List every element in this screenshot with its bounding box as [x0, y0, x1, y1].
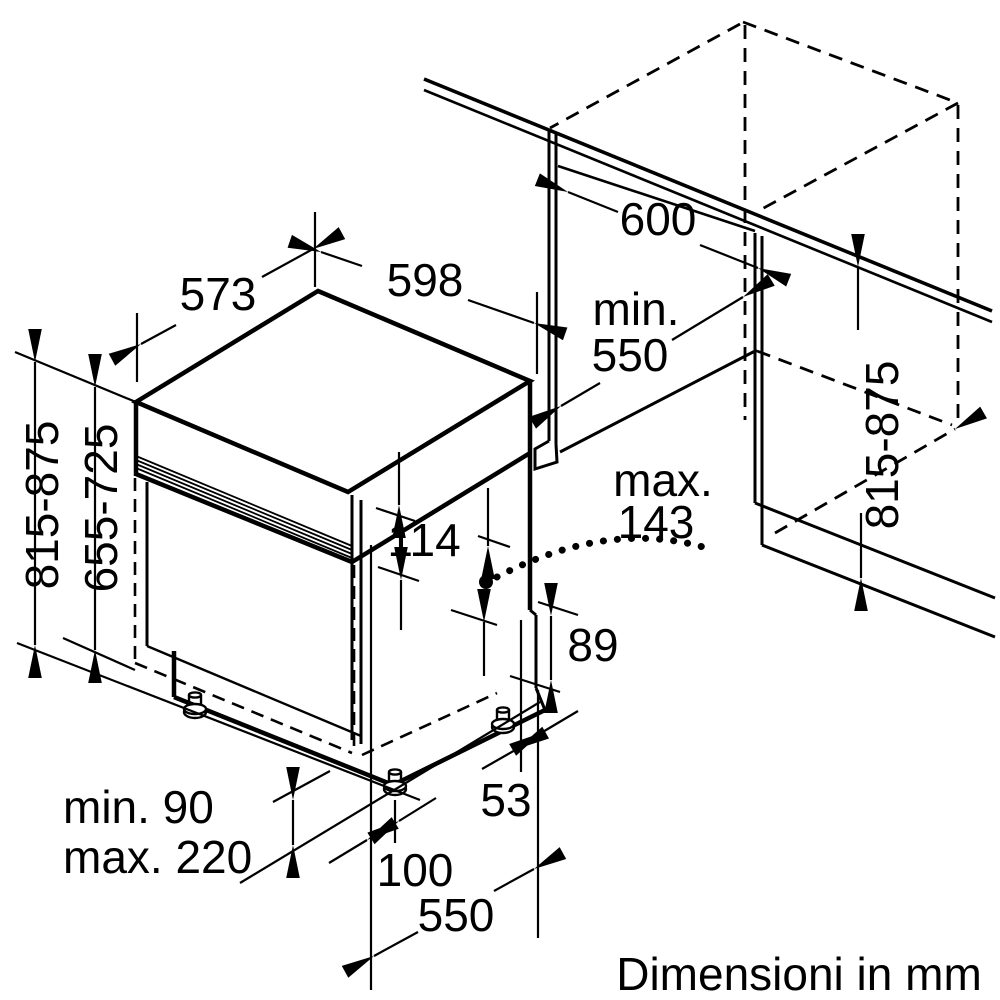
- tick-114-bottom: [377, 565, 420, 583]
- hidden-plinth-right: [361, 691, 498, 757]
- arrow-573-right: [261, 227, 346, 278]
- arrow-100-left: [328, 817, 399, 864]
- floor-right-top: [754, 501, 996, 600]
- tick-plinth-top: [272, 770, 331, 803]
- label-door-clearance-value: 143: [618, 496, 695, 548]
- tick-143-top: [477, 534, 511, 549]
- niche-floor-edge: [559, 348, 758, 454]
- label-control-panel-height: 114: [387, 514, 460, 566]
- panel-base: [533, 439, 559, 472]
- arrow-550-front: [341, 931, 419, 978]
- ext-floor-left: [16, 641, 421, 802]
- label-niche-depth-word: min.: [593, 283, 680, 335]
- label-niche-width: 600: [620, 193, 697, 245]
- dimension-arrows: [28, 173, 868, 978]
- caption-units: Dimensioni in mm: [616, 948, 982, 1000]
- control-band-bottom-right: [350, 451, 532, 564]
- arrow-598-left: [287, 234, 363, 268]
- label-width: 598: [387, 254, 464, 306]
- arrow-573-left: [108, 324, 177, 366]
- dishwasher-hidden-edges: [133, 478, 498, 757]
- arrow-53-right: [509, 710, 579, 756]
- countertop-bottom-edge: [423, 88, 993, 324]
- arrow-600-left: [534, 173, 619, 214]
- door-bottom-edge: [146, 644, 362, 738]
- arrow-min550-front: [529, 382, 601, 429]
- label-notch-height: 89: [567, 619, 618, 671]
- label-niche-depth-value: 550: [592, 329, 669, 381]
- cube-edge-top-right: [742, 20, 959, 105]
- ext-top-left: [14, 350, 173, 419]
- label-height-range-left: 815-875: [16, 421, 68, 590]
- cube-edge-bottom-front: [774, 406, 987, 535]
- arrow-550-back: [493, 847, 567, 892]
- arrow-600-right: [699, 243, 792, 287]
- label-door-clearance-word: max.: [613, 454, 713, 506]
- tick-143-bottom: [450, 608, 498, 627]
- cube-edge-top-left: [549, 22, 741, 130]
- control-band-stripes: [135, 455, 353, 559]
- label-foot-inset: 100: [377, 844, 454, 896]
- countertop: [423, 77, 993, 324]
- label-plinth-min: min. 90: [63, 781, 214, 833]
- dimension-labels: 573 598 600 min. 550 max. 143 114 89 53 …: [16, 193, 982, 1000]
- foot-left: [182, 691, 208, 720]
- label-rear-foot-offset: 53: [480, 774, 531, 826]
- arrow-min550-back: [671, 274, 775, 341]
- label-front-height-range: 655-725: [75, 424, 127, 593]
- hidden-plinth-left: [134, 661, 353, 755]
- countertop-top-edge: [423, 77, 993, 313]
- control-band-bottom-left: [135, 471, 353, 565]
- notch-step-top: [529, 608, 537, 617]
- countertop-underside-edge: [557, 164, 756, 233]
- floor-right-bottom: [761, 543, 996, 639]
- tick-89-top: [537, 600, 579, 617]
- label-height-range-right: 815-875: [856, 361, 908, 530]
- top-face: [131, 288, 535, 495]
- floor-lines: [754, 501, 996, 639]
- arrow-53-left: [481, 726, 550, 770]
- pivot-dot: [479, 575, 493, 589]
- label-base-depth: 550: [418, 889, 495, 941]
- dotted-leader: [493, 534, 714, 581]
- cube-edge-bottom-back: [756, 349, 953, 427]
- cube-edge-back: [759, 101, 959, 212]
- door-swing-leader: [479, 534, 714, 589]
- arrow-100-right: [367, 797, 437, 845]
- label-top-depth: 573: [180, 268, 257, 320]
- label-plinth-max: max. 220: [63, 831, 252, 883]
- arrow-598-right: [467, 298, 568, 341]
